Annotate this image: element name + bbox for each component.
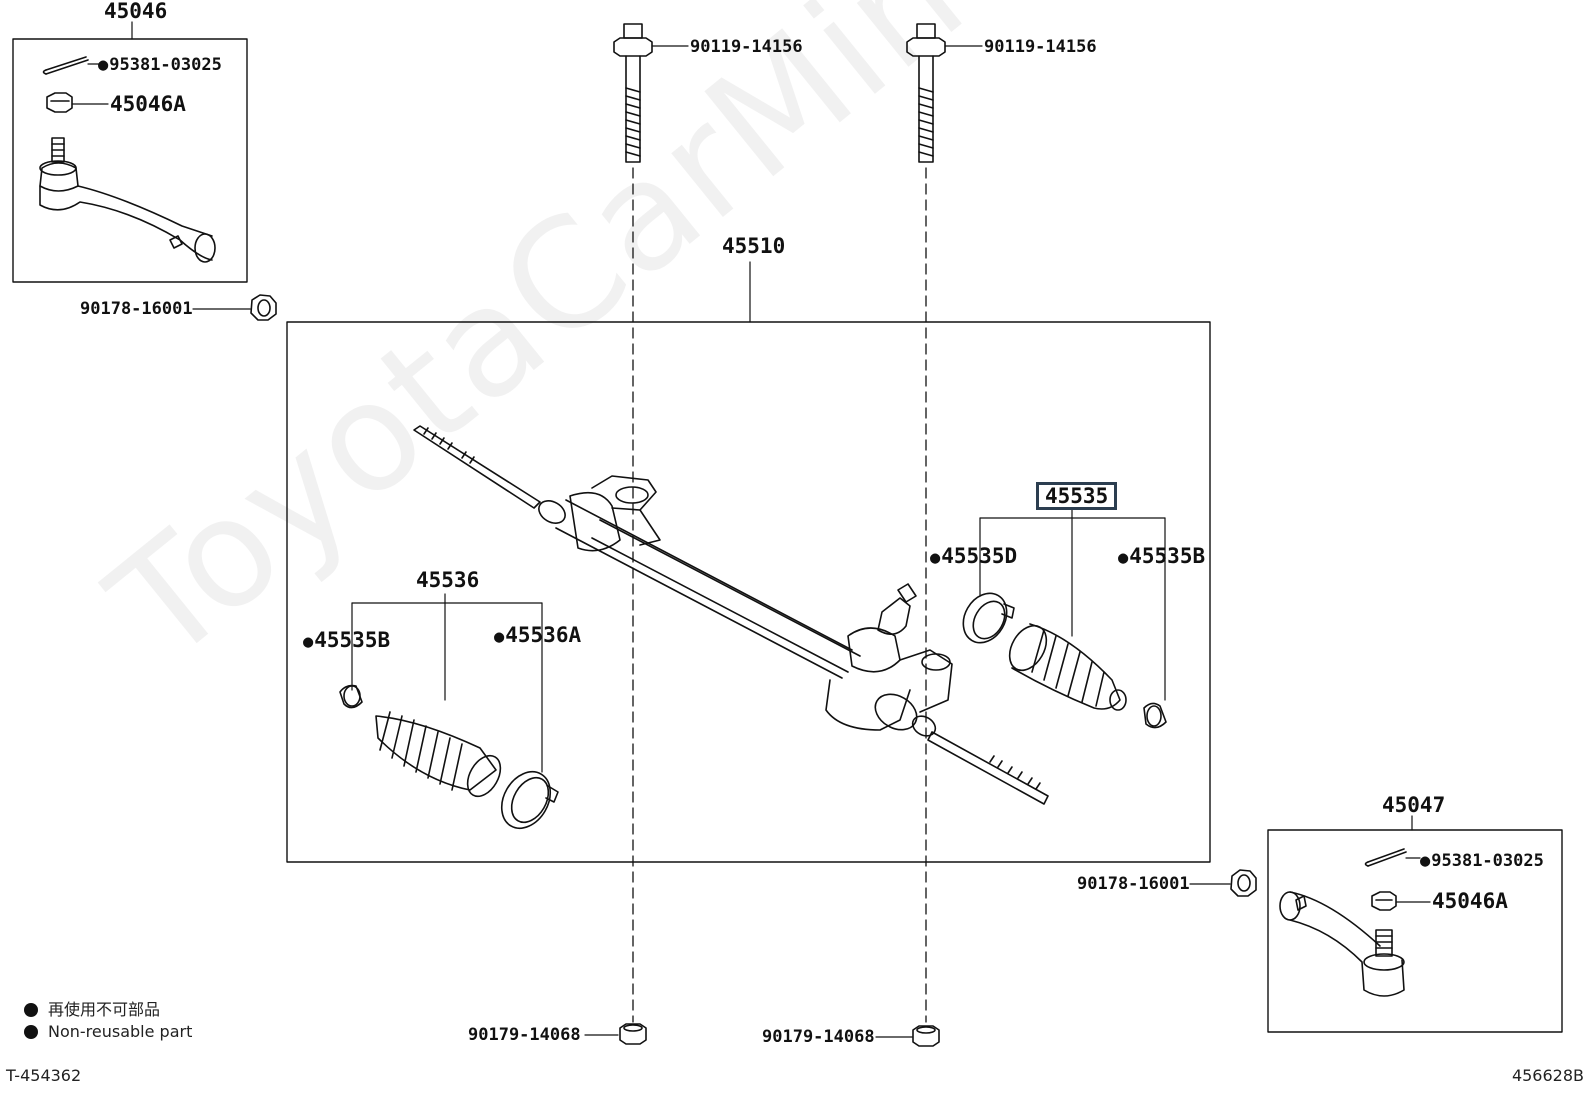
label-boot-kit-left: 45536 — [416, 568, 480, 592]
footer-left-code: T-454362 — [6, 1066, 82, 1085]
right-lock-nut-icon — [1189, 869, 1257, 897]
label-left-end-group: 45046 — [104, 0, 168, 23]
left-lock-nut-icon — [192, 294, 277, 321]
label-right-cotter: 95381-03025 — [1420, 851, 1544, 871]
left-tie-rod-end-icon — [39, 137, 216, 263]
label-right-clamp-d: 45535D — [930, 546, 1017, 568]
left-castle-nut-icon — [46, 92, 109, 113]
legend-text-en: Non-reusable part — [48, 1022, 193, 1041]
steering-rack-icon — [413, 425, 1049, 805]
left-boot-icon — [375, 711, 502, 798]
label-right-clamp-b: 45535B — [1118, 546, 1205, 568]
legend-bullet-icon — [24, 1003, 38, 1017]
label-boot-kit-right: 45535 — [1036, 482, 1118, 510]
footer-right-code: 456628B — [1511, 1066, 1584, 1085]
rack-assembly-box — [286, 261, 1211, 863]
label-right-nut: 45046A — [1432, 889, 1508, 913]
bolt-right-icon — [906, 23, 983, 163]
right-clamp-b-icon — [1143, 702, 1167, 729]
label-nut-bottom-left: 90179-14068 — [468, 1025, 581, 1045]
label-left-cotter: 95381-03025 — [98, 55, 222, 75]
label-left-clamp-a: 45536A — [494, 625, 581, 647]
left-cotter-pin-icon — [42, 56, 100, 75]
legend-text-jp: 再使用不可部品 — [48, 1000, 161, 1019]
left-clamp-a-icon — [500, 770, 559, 830]
right-castle-nut-icon — [1371, 891, 1431, 911]
right-tie-rod-end-box — [1267, 815, 1563, 1033]
label-right-end-group: 45047 — [1382, 793, 1446, 817]
label-bolt-right: 90119-14156 — [984, 37, 1097, 57]
label-left-locknut: 90178-16001 — [80, 299, 193, 319]
bottom-nut-right-icon — [875, 1025, 940, 1047]
right-cotter-pin-icon — [1364, 848, 1421, 867]
label-left-nut: 45046A — [110, 92, 186, 116]
bolt-left-icon — [613, 23, 689, 163]
label-right-locknut: 90178-16001 — [1077, 874, 1190, 894]
right-clamp-d-icon — [962, 592, 1015, 644]
bottom-nut-left-icon — [584, 1023, 647, 1045]
legend-bullet-icon — [24, 1025, 38, 1039]
legend-line-en: Non-reusable part — [24, 1022, 192, 1041]
label-nut-bottom-right: 90179-14068 — [762, 1027, 875, 1047]
legend-line-jp: 再使用不可部品 — [24, 996, 160, 1020]
label-left-clamp-b: 45535B — [303, 630, 390, 652]
left-tie-rod-end-box — [12, 21, 248, 283]
label-bolt-left: 90119-14156 — [690, 37, 803, 57]
label-rack-assembly: 45510 — [722, 234, 786, 258]
right-boot-icon — [1008, 623, 1127, 711]
left-clamp-b-icon — [339, 684, 363, 709]
right-tie-rod-end-icon — [1279, 891, 1405, 997]
